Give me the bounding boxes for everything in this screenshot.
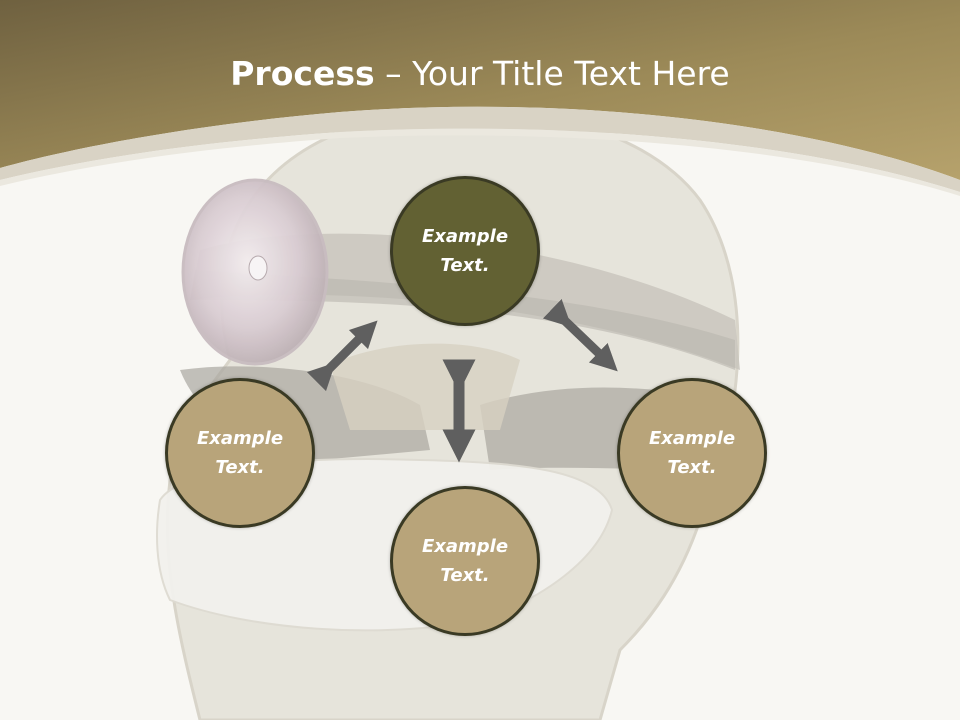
title-rest: – Your Title Text Here — [374, 54, 730, 93]
process-node-left[interactable]: Example Text. — [165, 378, 315, 528]
title-bold: Process — [230, 54, 375, 93]
node-right-line2: Text. — [667, 457, 717, 478]
node-right-line1: Example — [648, 428, 736, 449]
node-left-line1: Example — [196, 428, 284, 449]
node-bottom-line1: Example — [421, 536, 509, 557]
process-node-right[interactable]: Example Text. — [617, 378, 767, 528]
process-node-top[interactable]: Example Text. — [390, 176, 540, 326]
node-top-line1: Example — [421, 226, 509, 247]
process-node-bottom[interactable]: Example Text. — [390, 486, 540, 636]
node-bottom-line2: Text. — [440, 565, 490, 586]
node-left-line2: Text. — [215, 457, 265, 478]
slide-title: Process – Your Title Text Here — [0, 52, 960, 96]
node-top-line2: Text. — [440, 255, 490, 276]
